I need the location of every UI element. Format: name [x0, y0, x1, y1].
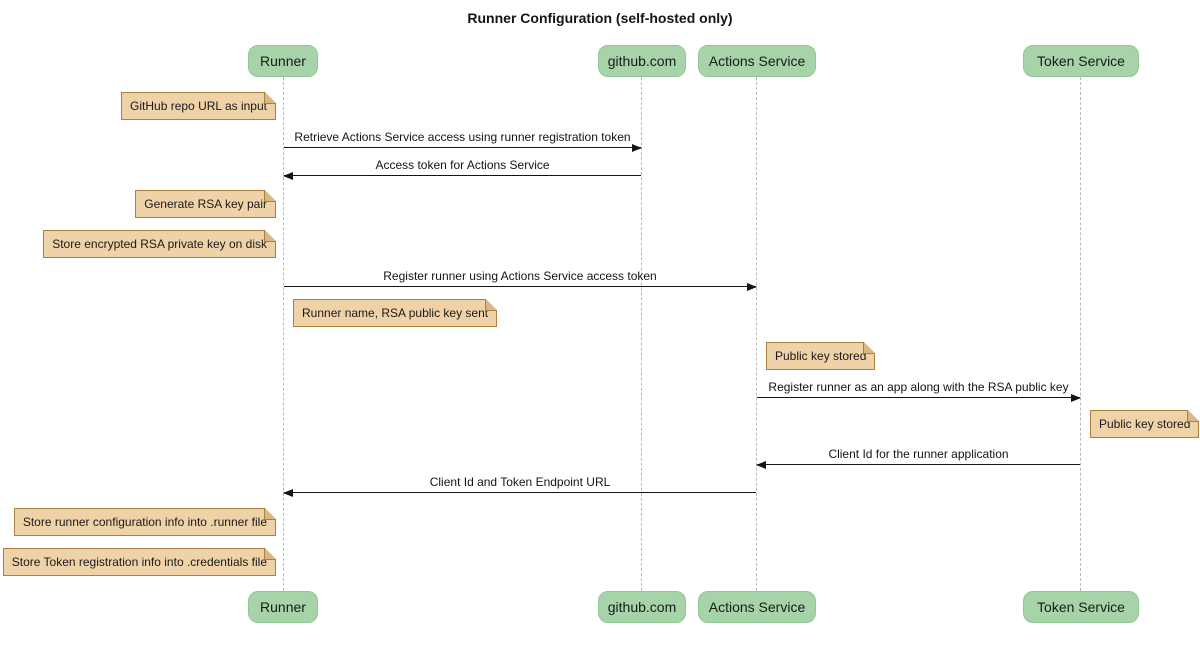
message-register-app: Register runner as an app along with the… — [757, 378, 1081, 402]
lifeline-actions-service — [756, 77, 757, 591]
message-label: Retrieve Actions Service access using ru… — [294, 130, 631, 144]
note-github-repo-url: GitHub repo URL as input — [121, 92, 276, 120]
lifeline-github — [641, 77, 642, 591]
message-client-id-endpoint: Client Id and Token Endpoint URL — [283, 473, 756, 497]
message-register-runner: Register runner using Actions Service ac… — [284, 267, 757, 291]
message-label: Register runner using Actions Service ac… — [383, 269, 657, 283]
message-label: Client Id for the runner application — [828, 447, 1009, 461]
note-store-private-key: Store encrypted RSA private key on disk — [43, 230, 276, 258]
message-client-id: Client Id for the runner application — [756, 445, 1080, 469]
arrow-right-icon — [284, 144, 642, 152]
actor-github-bottom: github.com — [598, 591, 686, 623]
actor-runner-top: Runner — [248, 45, 318, 77]
arrow-left-icon — [283, 172, 641, 180]
actor-github-top: github.com — [598, 45, 686, 77]
note-store-runner-file: Store runner configuration info into .ru… — [13, 508, 276, 536]
message-access-token: Access token for Actions Service — [283, 156, 641, 180]
actor-actions-service-top: Actions Service — [698, 45, 816, 77]
actor-token-service-top: Token Service — [1023, 45, 1139, 77]
actor-token-service-bottom: Token Service — [1023, 591, 1139, 623]
note-generate-rsa-key: Generate RSA key pair — [135, 190, 276, 218]
message-label: Access token for Actions Service — [375, 158, 550, 172]
arrow-left-icon — [283, 489, 756, 497]
note-public-key-stored-actions: Public key stored — [766, 342, 876, 370]
arrow-left-icon — [756, 461, 1080, 469]
note-public-key-stored-token: Public key stored — [1090, 410, 1200, 438]
actor-runner-bottom: Runner — [248, 591, 318, 623]
message-retrieve-access: Retrieve Actions Service access using ru… — [284, 128, 642, 152]
note-store-credentials-file: Store Token registration info into .cred… — [2, 548, 276, 576]
arrow-right-icon — [284, 283, 757, 291]
message-label: Client Id and Token Endpoint URL — [429, 475, 611, 489]
lifeline-token-service — [1080, 77, 1081, 591]
actor-actions-service-bottom: Actions Service — [698, 591, 816, 623]
lifeline-runner — [283, 77, 284, 591]
message-label: Register runner as an app along with the… — [768, 380, 1069, 394]
diagram-title: Runner Configuration (self-hosted only) — [467, 10, 733, 26]
note-runner-name-sent: Runner name, RSA public key sent — [293, 299, 498, 327]
arrow-right-icon — [757, 394, 1081, 402]
